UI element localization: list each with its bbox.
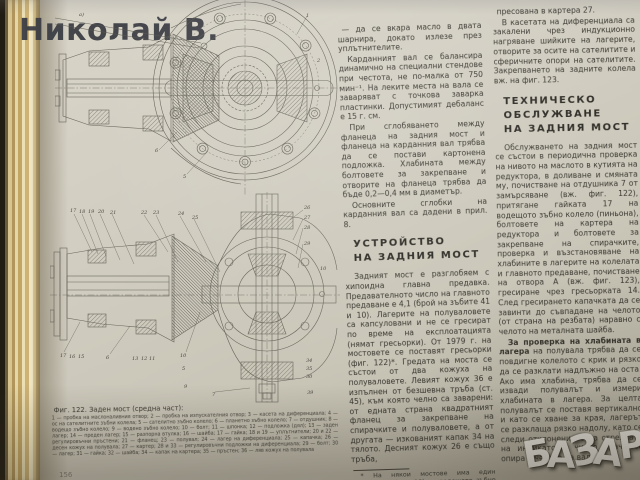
figure-callout: а) [79, 12, 84, 18]
heading-line: НА ЗАДНИЯ МОСТ [503, 121, 631, 135]
figure-callout: 2 [317, 58, 321, 64]
figure-122-svg [50, 192, 340, 404]
figure-callout: 26 [304, 205, 311, 211]
figure-callout: 19 [88, 209, 95, 215]
section-heading-ustroistvo: УСТРОЙСТВО НА ЗАДНИЯ МОСТ [344, 234, 489, 267]
paragraph: Обслужването на задния мост се състои в … [495, 140, 640, 337]
figure-callout: 5 [182, 366, 186, 372]
figure-callout: 16 [69, 354, 76, 360]
figure-callout: 1 [306, 13, 310, 19]
figure-callout: 22 [141, 210, 148, 216]
figure-callout: 10 [320, 266, 327, 272]
book-page-edges [0, 0, 40, 480]
figure-121-svg [55, 0, 340, 196]
figure-callout: 11 [149, 356, 156, 362]
figure-callout: 29 [304, 241, 311, 247]
figure-callout: 30 [306, 374, 313, 380]
figure-callout: 18 [79, 209, 86, 215]
figure-callout: 23 [153, 210, 160, 216]
figure-callout: 34 [306, 358, 313, 364]
figure-callout: 6 [106, 355, 110, 361]
figure-callout: 25 [192, 215, 199, 221]
section-heading-obsluzhvane: ТЕХНИЧЕСКО ОБСЛУЖВАНЕ НА ЗАДНИЯ МОСТ [494, 92, 637, 137]
figure-122-caption-block: Фиг. 122. Заден мост (средна част): 1 — … [52, 402, 339, 459]
paragraph: Задният мост е разглобяем с хипоидна гла… [345, 268, 495, 464]
figure-callout: 24 [178, 211, 185, 217]
figure-callout: 10 [180, 353, 187, 359]
figure-callout: 7 [212, 392, 216, 398]
logo-letter: Р [615, 422, 640, 469]
right-text-column: пресована в картера 27. В касетата на ди… [492, 5, 640, 480]
figure-122-legend: 1 — пробка на маслоналивния отвор; 2 — п… [51, 411, 339, 458]
paragraph: Карданният вал се балансира динамично на… [338, 50, 485, 122]
paragraph: — да се вкара масло в двата шарнира, док… [337, 20, 482, 54]
figure-callout: 20 [98, 209, 105, 215]
middle-text-column: — да се вкара масло в двата шарнира, док… [337, 21, 496, 480]
figure-callout: 28 [304, 225, 311, 231]
figure-121-drawing: а) 1 2 6 5 [55, 0, 340, 196]
paragraph: При сглобяването между фланеца на задния… [340, 118, 487, 200]
bazar-logo: БАЗАР [520, 422, 640, 477]
figure-callout: 12 [141, 356, 148, 362]
page-number: 156 [59, 471, 73, 479]
figure-callout: 5 [183, 174, 187, 180]
figure-callout: 15 [78, 354, 85, 360]
figure-callout: 35 [306, 366, 313, 372]
figure-callout: 27 [304, 215, 311, 221]
figure-callout: 17 [60, 353, 67, 359]
paragraph: В касетата на диференциала са закалени ч… [492, 15, 636, 86]
figure-callout: 9 [184, 384, 188, 390]
figure-callout: 39 [307, 390, 314, 396]
spine-shadow [40, 0, 68, 480]
figure-callout: 21 [110, 210, 117, 216]
figure-callout: 13 [132, 356, 139, 362]
figure-callout: 17 [70, 208, 77, 214]
figure-callout: 6 [155, 148, 159, 154]
paragraph: Основните сглобки на карданния вал са да… [343, 196, 488, 230]
